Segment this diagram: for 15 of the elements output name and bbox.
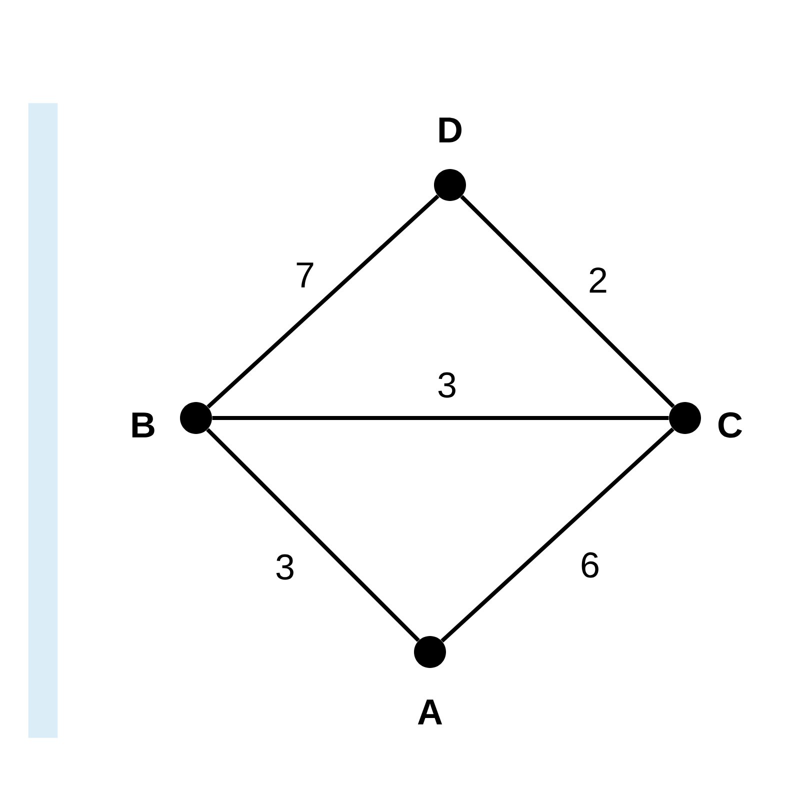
vertex-label: C <box>718 412 742 438</box>
edge-line <box>440 428 674 642</box>
edge-line <box>206 194 440 408</box>
edge-line <box>212 416 669 420</box>
vertex-label: B <box>132 412 154 438</box>
vertex-label: D <box>439 118 462 142</box>
side-bar <box>28 103 58 738</box>
edge-weight: 6 <box>582 552 598 578</box>
edge-weight: 3 <box>438 372 456 398</box>
edge-weight: 2 <box>590 267 606 293</box>
edge-weight: 3 <box>276 554 294 580</box>
edge-weight: 7 <box>296 262 314 288</box>
vertex-label: A <box>418 700 442 724</box>
edge-line <box>460 195 675 408</box>
edge-line <box>206 428 420 642</box>
